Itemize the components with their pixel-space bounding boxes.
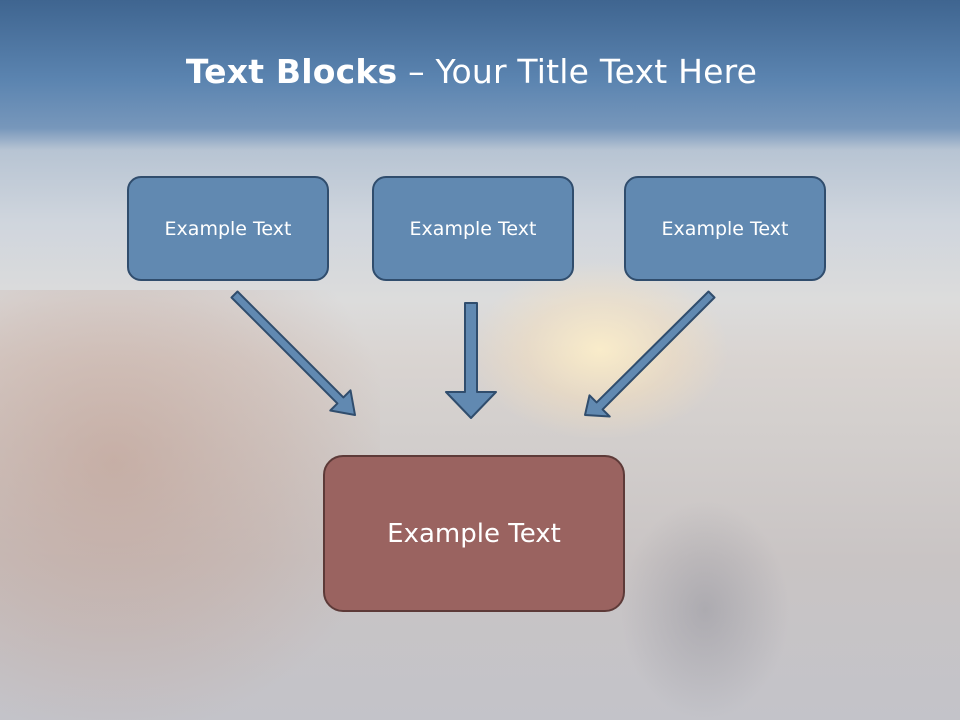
text-block-left[interactable]: Example Text — [127, 176, 329, 281]
rocks-left — [0, 290, 380, 720]
text-block-center[interactable]: Example Text — [372, 176, 574, 281]
text-block-center-label: Example Text — [409, 217, 537, 240]
title-rest: – Your Title Text Here — [397, 52, 758, 91]
slide-title: Text Blocks – Your Title Text Here — [0, 52, 943, 91]
title-bold: Text Blocks — [185, 52, 398, 91]
text-block-right-label: Example Text — [661, 217, 789, 240]
rock-right — [620, 500, 790, 720]
arrow-right-diagonal — [584, 290, 716, 418]
text-block-right[interactable]: Example Text — [624, 176, 826, 281]
text-block-left-label: Example Text — [164, 217, 292, 240]
arrow-center-down — [445, 302, 497, 419]
text-block-bottom[interactable]: Example Text — [323, 455, 625, 612]
arrow-left-diagonal — [230, 290, 356, 416]
text-block-bottom-label: Example Text — [387, 518, 561, 549]
